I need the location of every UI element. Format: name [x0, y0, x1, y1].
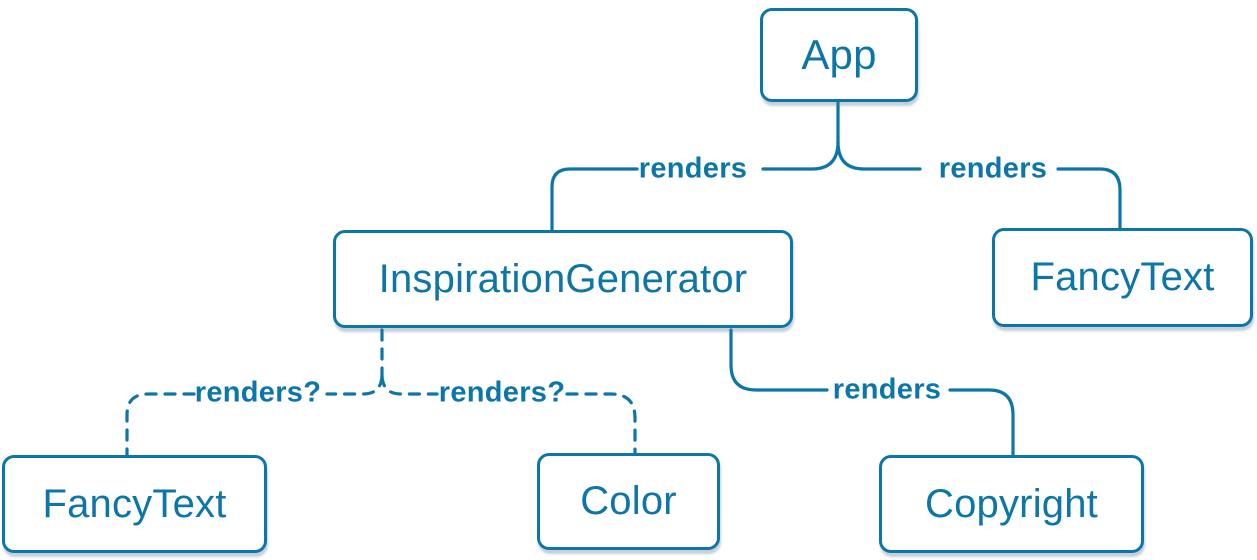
node-copyright: Copyright	[879, 455, 1144, 553]
node-fancy-text-right: FancyText	[992, 228, 1253, 327]
edge-conditional-right-arm	[380, 374, 439, 396]
edge-label-app-inspiration-generator: renders	[638, 152, 748, 185]
edge-app-right-arm	[836, 140, 922, 171]
node-inspiration-generator: InspirationGenerator	[333, 230, 793, 328]
edge-label-app-fancy-text: renders	[938, 152, 1048, 185]
edge-app-trunk-left-arm	[761, 100, 840, 171]
edge-to-color	[565, 392, 637, 455]
edge-inspiration-to-copyright-end	[948, 388, 1015, 457]
edge-label-inspiration-copyright: renders	[832, 373, 942, 406]
edge-to-fancy-text-right	[1056, 167, 1122, 230]
edge-label-inspiration-fancy-text: renders?	[194, 376, 322, 409]
node-app: App	[760, 8, 918, 102]
node-fancy-text-left: FancyText	[2, 455, 267, 553]
edge-label-inspiration-color: renders?	[438, 376, 566, 409]
edge-to-fancy-text-left	[125, 392, 196, 457]
edge-to-inspiration-generator	[550, 167, 639, 232]
edge-conditional-left-arm	[325, 374, 384, 396]
node-color: Color	[537, 453, 720, 550]
edge-inspiration-to-copyright-start	[729, 328, 829, 392]
